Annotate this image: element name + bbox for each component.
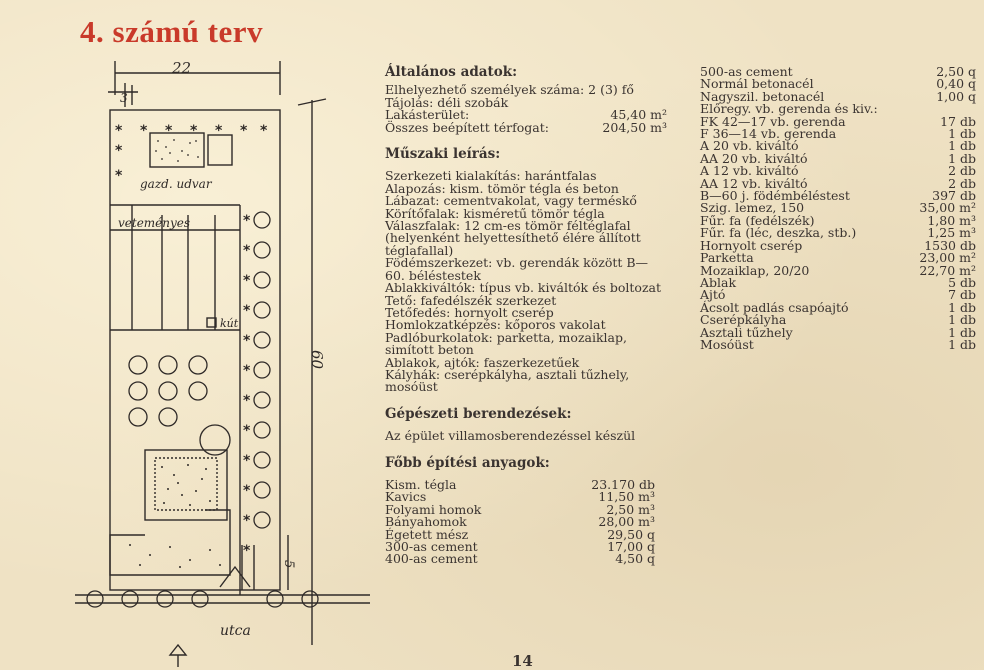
svg-text:*: * — [260, 123, 268, 139]
svg-text:*: * — [243, 513, 251, 529]
svg-text:*: * — [243, 363, 251, 379]
technical-item: Válaszfalak: 12 cm-es tömör féltéglafal … — [385, 218, 641, 258]
technical-item: Homlokzatképzés: kőporos vakolat — [385, 317, 606, 333]
general-capacity: Elhelyezhető személyek száma: 2 (3) fő — [385, 82, 634, 98]
svg-text:*: * — [190, 123, 198, 139]
site-plan-drawing: * * * * * * * * * * * * * * * * * * * * * 22 3 gazd. u… — [75, 59, 370, 667]
mechanical-heading: Gépészeti berendezések: — [385, 405, 572, 422]
page-number: 14 — [512, 652, 533, 670]
technical-item: Körítőfalak: kisméretű tömör tégla — [385, 205, 605, 221]
svg-text:*: * — [240, 123, 248, 139]
technical-heading: Műszaki leírás: — [385, 146, 501, 163]
general-area-row: Lakásterület: 45,40 m² — [385, 107, 667, 123]
technical-item: Lábazat: cementvakolat, vagy terméskő — [385, 193, 637, 209]
general-volume-label: Összes beépített térfogat: — [385, 119, 549, 135]
svg-text:*: * — [243, 483, 251, 499]
technical-item: Kályhák: cserépkályha, asztali tűzhely, … — [385, 366, 630, 395]
svg-text:*: * — [243, 273, 251, 289]
technical-item: Szerkezeti kialakítás: harántfalas — [385, 168, 597, 184]
svg-text:*: * — [243, 243, 251, 259]
material-row: Előregy. vb. gerenda és kiv.: — [700, 101, 878, 117]
svg-text:*: * — [165, 123, 173, 139]
material-row: Fűr. fa (léc, deszka, stb.)1,25 m³ — [700, 225, 976, 241]
plan-label-farm-yard: gazd. udvar — [140, 177, 213, 191]
svg-text:*: * — [243, 453, 251, 469]
plan-label-vegetables: veteményes — [118, 216, 190, 230]
general-volume-row: Összes beépített térfogat: 204,50 m³ — [385, 119, 667, 135]
svg-text:*: * — [243, 213, 251, 229]
general-volume-value: 204,50 m³ — [602, 119, 667, 135]
plan-label-well: kút — [220, 317, 239, 330]
general-area-label: Lakásterület: — [385, 107, 470, 123]
svg-text:*: * — [140, 123, 148, 139]
plan-dim-setback: 3 — [120, 91, 128, 105]
technical-item: Padlóburkolatok: parketta, mozaiklap, si… — [385, 329, 627, 358]
technical-item: Tető: fafedélszék szerkezet — [385, 292, 557, 308]
plan-dim-width: 22 — [171, 59, 191, 77]
technical-item: Alapozás: kism. tömör tégla és beton — [385, 180, 619, 196]
general-area-value: 45,40 m² — [610, 107, 667, 123]
svg-text:*: * — [115, 123, 123, 139]
technical-item: Ablakok, ajtók: faszerkezetűek — [385, 354, 580, 370]
general-heading: Általános adatok: — [385, 64, 518, 80]
general-orientation: Tájolás: déli szobák — [385, 94, 509, 110]
plan-dim-front: 5 — [281, 560, 296, 568]
svg-text:*: * — [243, 333, 251, 349]
svg-text:*: * — [243, 543, 251, 559]
svg-text:*: * — [243, 303, 251, 319]
technical-item: Födémszerkezet: vb. gerendák között B—60… — [385, 255, 649, 283]
technical-item: Ablakkiváltók: típus vb. kiváltók és bol… — [385, 280, 662, 296]
technical-item: Tetőfedés: hornyolt cserép — [385, 304, 554, 320]
page-title: 4. számú terv — [80, 14, 263, 49]
plan-label-street: utca — [220, 623, 251, 639]
svg-text:*: * — [115, 143, 123, 159]
materials-heading: Főbb építési anyagok: — [385, 454, 550, 471]
svg-text:*: * — [115, 168, 123, 184]
text-column-left: Általános adatok: Elhelyezhető személyek… — [385, 64, 667, 567]
material-row: Fűr. fa (fedélszék)1,80 m³ — [700, 212, 976, 228]
svg-text:*: * — [243, 393, 251, 409]
svg-text:*: * — [243, 423, 251, 439]
plan-dim-length: 60 — [308, 350, 326, 370]
svg-text:*: * — [215, 123, 223, 139]
mechanical-text: Az épület villamosberendezéssel készül — [385, 428, 636, 444]
